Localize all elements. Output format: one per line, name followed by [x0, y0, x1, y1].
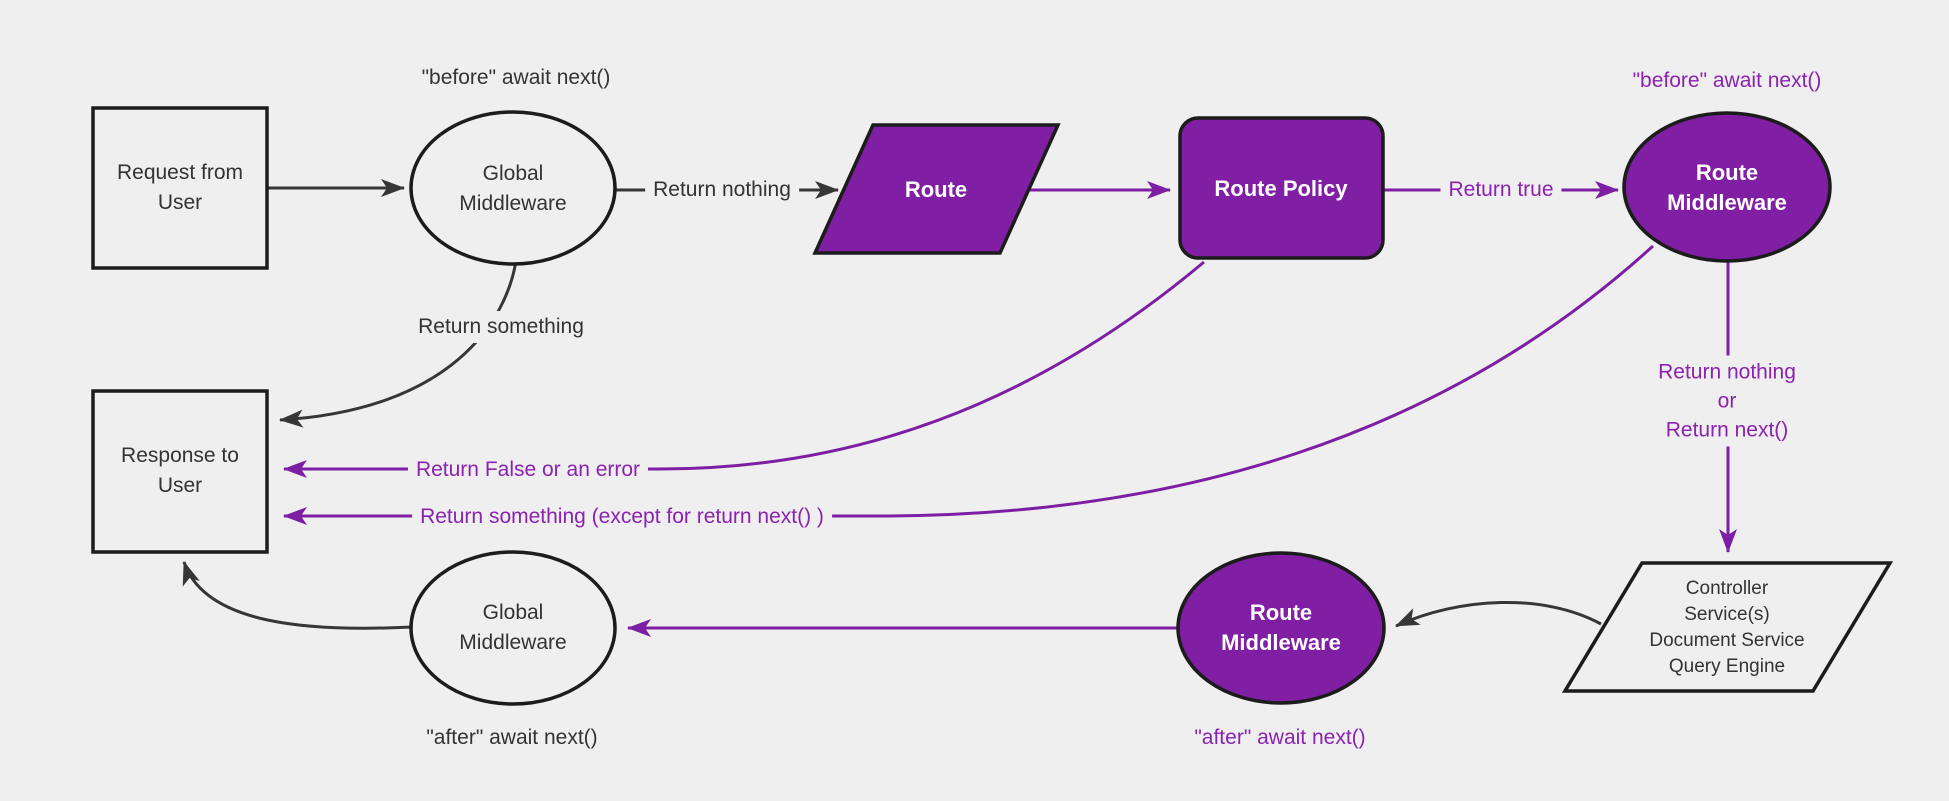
edge-route-middleware-to-response	[283, 244, 1655, 525]
node-request-from-user	[91, 106, 269, 270]
node-route-middleware-top	[1622, 111, 1832, 263]
node-response-to-user	[91, 389, 269, 554]
node-route	[812, 123, 1061, 255]
edge-route-policy-to-response	[283, 260, 1205, 478]
node-route-middleware-bottom	[1176, 551, 1386, 705]
node-global-middleware-bottom	[409, 550, 617, 706]
node-route-policy	[1178, 116, 1385, 260]
node-global-middleware-top	[409, 110, 617, 266]
node-controller-services	[1561, 561, 1894, 693]
edge-global-middleware-to-response	[279, 260, 518, 428]
edge-global-middleware-bottom-to-response	[182, 561, 413, 630]
edge-controller-to-route-middleware-bottom	[1395, 600, 1602, 628]
